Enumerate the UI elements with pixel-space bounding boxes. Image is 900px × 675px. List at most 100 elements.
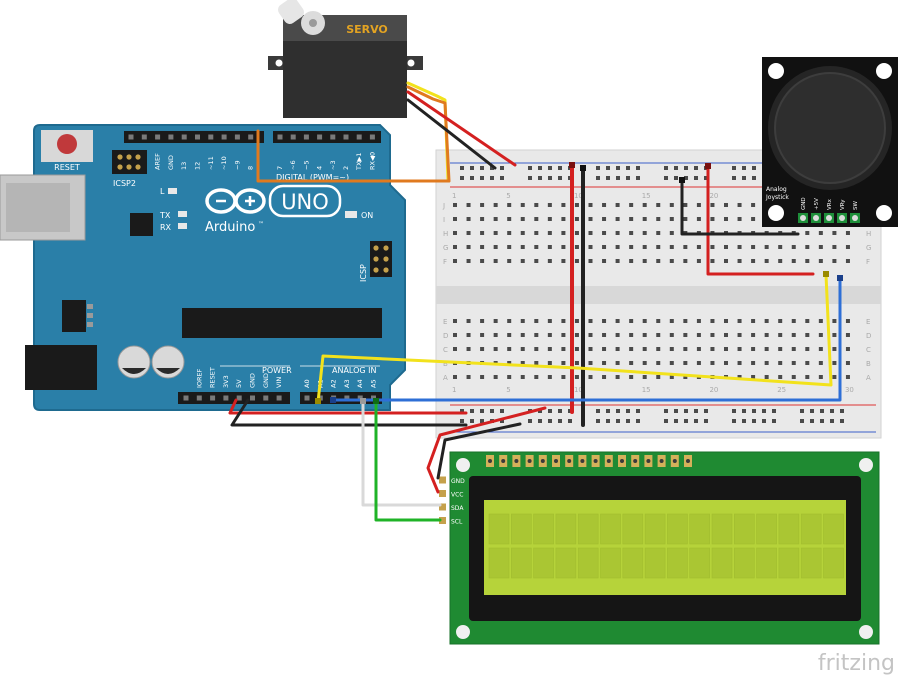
rail-hole[interactable] xyxy=(820,409,824,413)
rail-hole[interactable] xyxy=(626,176,630,180)
breadboard-hole[interactable] xyxy=(615,203,620,207)
breadboard-hole[interactable] xyxy=(805,231,810,235)
digital-pin[interactable] xyxy=(195,134,200,140)
breadboard-hole[interactable] xyxy=(466,203,471,207)
breadboard-hole[interactable] xyxy=(696,217,701,221)
breadboard-hole[interactable] xyxy=(751,347,756,351)
breadboard-hole[interactable] xyxy=(588,347,593,351)
breadboard-hole[interactable] xyxy=(629,203,634,207)
rail-hole[interactable] xyxy=(694,409,698,413)
breadboard-hole[interactable] xyxy=(520,259,525,263)
breadboard-hole[interactable] xyxy=(547,375,552,379)
breadboard-hole[interactable] xyxy=(778,319,783,323)
breadboard-hole[interactable] xyxy=(845,375,850,379)
breadboard-hole[interactable] xyxy=(764,319,769,323)
rail-hole[interactable] xyxy=(752,419,756,423)
breadboard-hole[interactable] xyxy=(818,319,823,323)
breadboard-hole[interactable] xyxy=(561,217,566,221)
rail-hole[interactable] xyxy=(840,419,844,423)
breadboard-hole[interactable] xyxy=(751,333,756,337)
breadboard-hole[interactable] xyxy=(466,217,471,221)
breadboard-hole[interactable] xyxy=(534,333,539,337)
breadboard-hole[interactable] xyxy=(534,319,539,323)
breadboard-hole[interactable] xyxy=(656,231,661,235)
breadboard-hole[interactable] xyxy=(764,375,769,379)
breadboard-hole[interactable] xyxy=(520,231,525,235)
rail-hole[interactable] xyxy=(626,166,630,170)
breadboard-hole[interactable] xyxy=(737,319,742,323)
breadboard-hole[interactable] xyxy=(696,319,701,323)
breadboard-hole[interactable] xyxy=(724,259,728,263)
breadboard-hole[interactable] xyxy=(547,203,552,207)
breadboard-hole[interactable] xyxy=(818,245,823,249)
breadboard-hole[interactable] xyxy=(629,347,634,351)
breadboard-hole[interactable] xyxy=(818,231,823,235)
rail-hole[interactable] xyxy=(694,419,698,423)
rail-hole[interactable] xyxy=(664,409,668,413)
breadboard-hole[interactable] xyxy=(574,245,579,249)
breadboard-hole[interactable] xyxy=(778,361,783,365)
breadboard-hole[interactable] xyxy=(629,361,634,365)
breadboard-hole[interactable] xyxy=(845,347,850,351)
breadboard-hole[interactable] xyxy=(724,245,728,249)
breadboard-hole[interactable] xyxy=(656,347,661,351)
digital-pin[interactable] xyxy=(221,134,227,140)
power-pin[interactable] xyxy=(223,395,229,401)
breadboard-hole[interactable] xyxy=(493,231,498,235)
breadboard-hole[interactable] xyxy=(642,361,647,365)
breadboard-hole[interactable] xyxy=(615,375,620,379)
breadboard-hole[interactable] xyxy=(669,375,674,379)
breadboard-hole[interactable] xyxy=(480,203,485,207)
breadboard-hole[interactable] xyxy=(574,217,579,221)
breadboard-hole[interactable] xyxy=(737,245,742,249)
breadboard-hole[interactable] xyxy=(480,319,485,323)
breadboard-hole[interactable] xyxy=(453,203,457,207)
breadboard-hole[interactable] xyxy=(669,333,674,337)
breadboard-hole[interactable] xyxy=(642,203,647,207)
rail-hole[interactable] xyxy=(606,409,610,413)
rail-hole[interactable] xyxy=(800,409,804,413)
digital-pin[interactable] xyxy=(248,134,254,140)
breadboard-hole[interactable] xyxy=(764,333,769,337)
breadboard-hole[interactable] xyxy=(574,231,579,235)
breadboard-hole[interactable] xyxy=(561,259,566,263)
breadboard-hole[interactable] xyxy=(764,245,769,249)
breadboard-hole[interactable] xyxy=(561,375,566,379)
breadboard-hole[interactable] xyxy=(602,375,607,379)
breadboard-hole[interactable] xyxy=(805,319,810,323)
rail-hole[interactable] xyxy=(616,166,620,170)
breadboard-hole[interactable] xyxy=(466,231,471,235)
rail-hole[interactable] xyxy=(732,166,736,170)
breadboard-hole[interactable] xyxy=(602,203,607,207)
rail-hole[interactable] xyxy=(470,409,474,413)
digital-pin[interactable] xyxy=(181,134,187,140)
breadboard-hole[interactable] xyxy=(791,361,796,365)
rail-hole[interactable] xyxy=(558,166,562,170)
breadboard-hole[interactable] xyxy=(724,361,728,365)
rail-hole[interactable] xyxy=(606,176,610,180)
digital-pin[interactable] xyxy=(356,134,362,140)
rail-hole[interactable] xyxy=(538,419,542,423)
breadboard-hole[interactable] xyxy=(669,319,674,323)
breadboard-hole[interactable] xyxy=(547,361,552,365)
rail-hole[interactable] xyxy=(460,419,464,423)
digital-pin[interactable] xyxy=(290,134,296,140)
breadboard-hole[interactable] xyxy=(791,347,796,351)
breadboard-hole[interactable] xyxy=(574,203,579,207)
breadboard-hole[interactable] xyxy=(520,361,525,365)
rail-hole[interactable] xyxy=(558,419,562,423)
rail-hole[interactable] xyxy=(528,419,532,423)
lcd-pin[interactable] xyxy=(439,503,446,511)
rail-hole[interactable] xyxy=(558,176,562,180)
rail-hole[interactable] xyxy=(460,176,464,180)
breadboard-hole[interactable] xyxy=(751,319,756,323)
breadboard-hole[interactable] xyxy=(696,347,701,351)
breadboard-hole[interactable] xyxy=(656,375,661,379)
breadboard-hole[interactable] xyxy=(561,319,566,323)
rail-hole[interactable] xyxy=(674,419,678,423)
breadboard-hole[interactable] xyxy=(696,245,701,249)
breadboard-hole[interactable] xyxy=(493,347,498,351)
breadboard-hole[interactable] xyxy=(683,259,688,263)
rail-hole[interactable] xyxy=(626,409,630,413)
rail-hole[interactable] xyxy=(704,419,708,423)
